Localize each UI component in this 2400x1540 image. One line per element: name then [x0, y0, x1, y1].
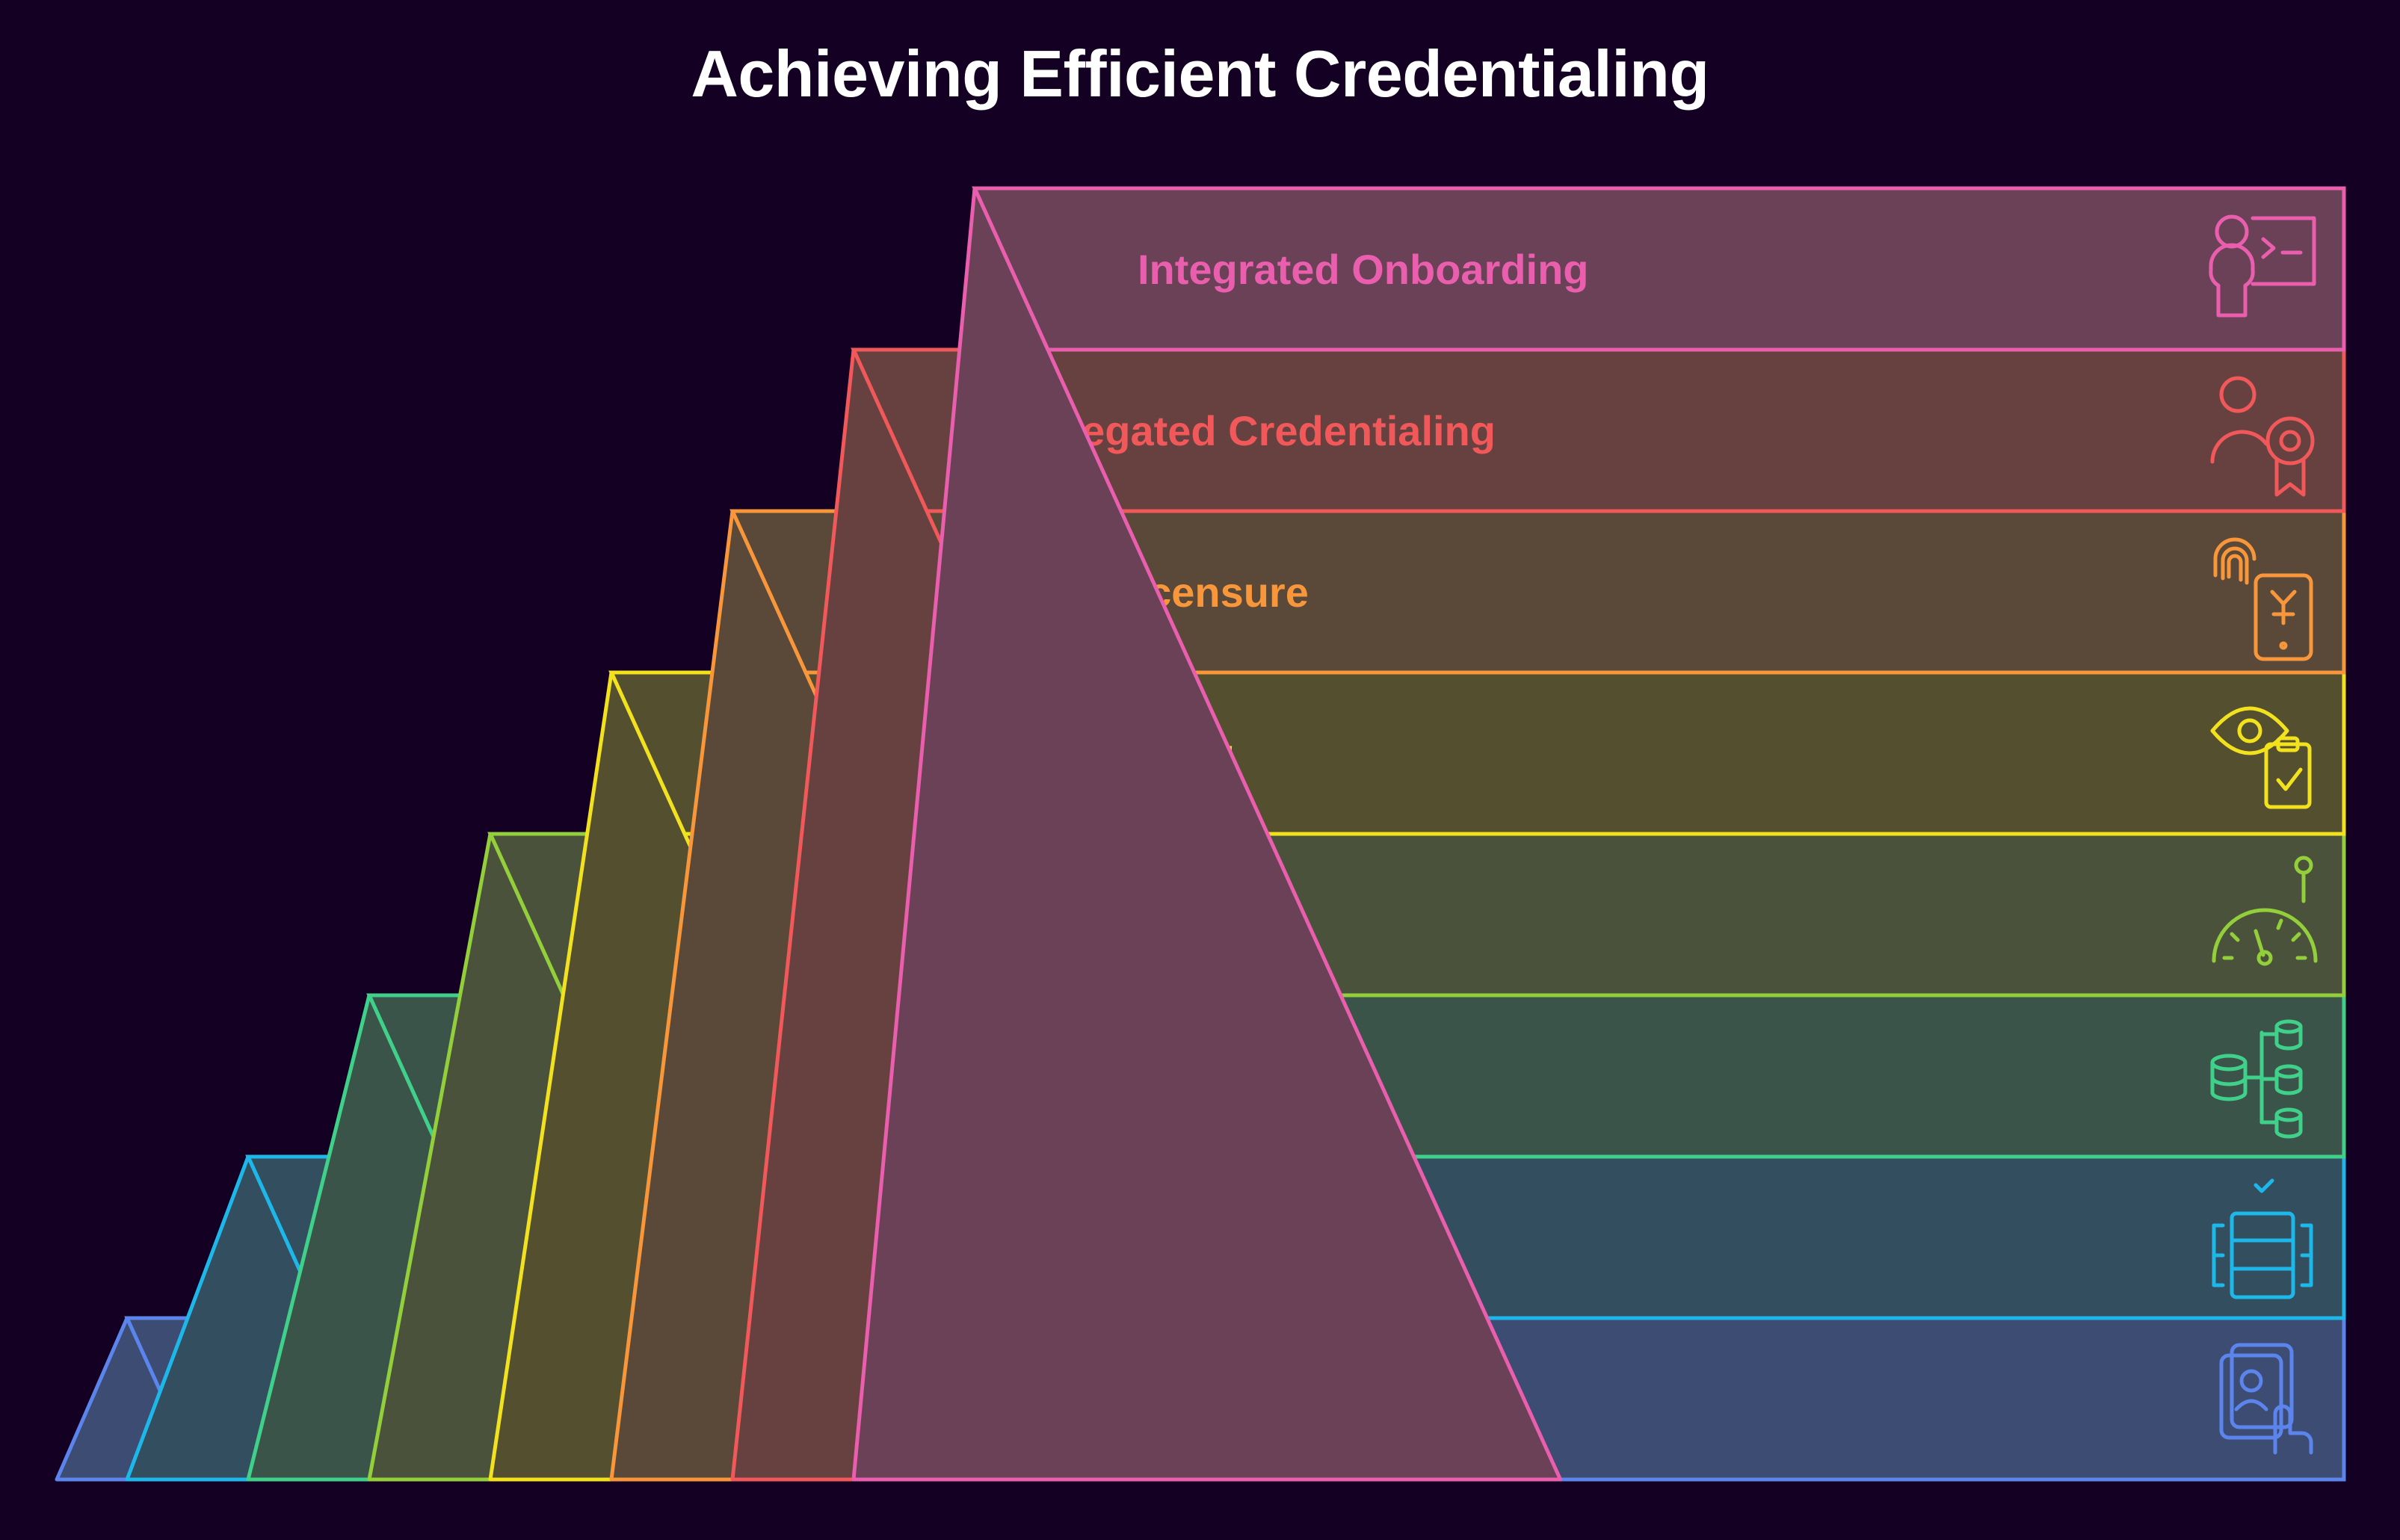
speedometer-gauge-icon: [2212, 856, 2318, 966]
fingerprint-phone-icon: [2213, 537, 2313, 661]
eye-clipboard-icon: [2210, 706, 2312, 809]
database-hierarchy-icon: [2210, 1019, 2303, 1139]
touch-id-card-icon: [2219, 1343, 2313, 1455]
blockchain-blocks-icon: [2212, 1178, 2313, 1299]
diagram-title: Achieving Efficient Credentialing: [691, 37, 1709, 111]
level-8: Integrated Onboarding: [851, 186, 2346, 1482]
level-label-7: Delegated Credentialing: [1017, 407, 1496, 454]
user-award-icon: [2210, 376, 2315, 497]
wedge-8: [851, 186, 1563, 1482]
user-presentation-icon: [2209, 214, 2316, 318]
level-label-8: Integrated Onboarding: [1138, 246, 1589, 293]
